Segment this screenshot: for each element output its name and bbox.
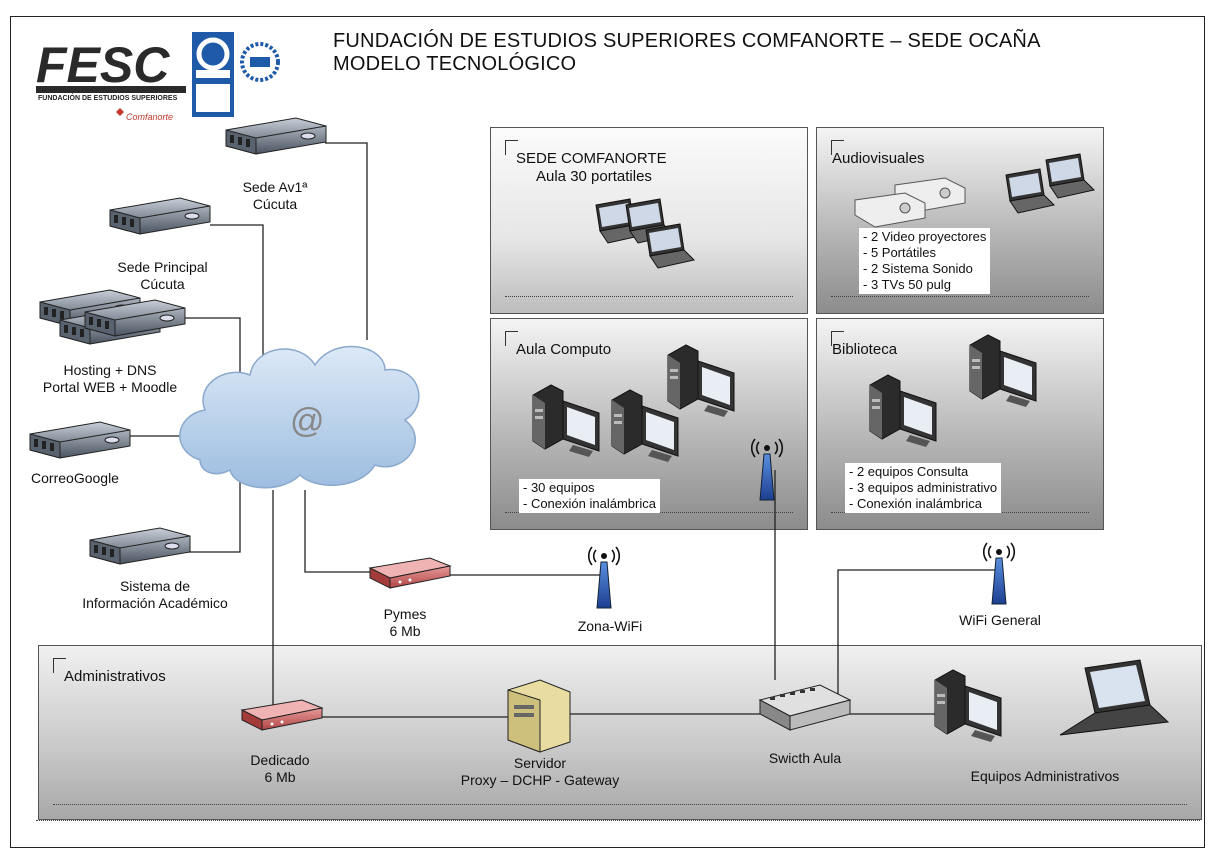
label-line: Cúcuta — [252, 196, 298, 212]
label-sede-principal: Sede Principal Cúcuta — [100, 259, 225, 293]
server-sede-av1-icon — [225, 117, 327, 155]
antenna-aula-icon — [750, 438, 784, 501]
list-item: - Conexión inalámbrica — [849, 496, 982, 511]
antenna-zona-wifi-icon — [587, 546, 621, 609]
desktop-pc-icon — [667, 344, 735, 418]
panel-administrativos: Administrativos — [38, 645, 1202, 820]
desktop-pc-icon — [969, 334, 1037, 408]
label-line: WiFi General — [959, 612, 1041, 628]
internet-cloud-icon — [179, 345, 420, 489]
iqnet-badge-icon — [240, 42, 280, 82]
label-line: Zona-WiFi — [577, 618, 643, 634]
panel-audiovisuales: Audiovisuales - 2 Video proyectores - 5 … — [816, 127, 1104, 314]
label-line: Sistema de — [119, 578, 191, 594]
label-line: CorreoGoogle — [31, 470, 119, 486]
server-tower-icon — [507, 679, 571, 753]
panel-title-aula-computo: Aula Computo — [516, 341, 612, 358]
label-line: Pymes — [383, 606, 427, 622]
list-item: - 3 TVs 50 pulg — [863, 277, 951, 292]
at-symbol: @ — [290, 402, 325, 440]
label-line: Servidor — [513, 755, 567, 771]
label-line: 6 Mb — [264, 769, 296, 785]
label-correo: CorreoGoogle — [20, 470, 130, 487]
label-line: Cúcuta — [140, 276, 185, 292]
label-zona-wifi: Zona-WiFi — [560, 618, 660, 635]
panel-title-administrativos: Administrativos — [64, 668, 166, 685]
label-line: Dedicado — [250, 752, 310, 768]
label-hosting: Hosting + DNS Portal WEB + Moodle — [15, 362, 205, 396]
label-line: Hosting + DNS — [63, 362, 157, 378]
fesc-logo-text: FESC — [36, 37, 170, 93]
panel-title-sede-comfanorte: SEDE COMFANORTE — [516, 150, 667, 167]
panel-title-biblioteca: Biblioteca — [832, 341, 898, 358]
label-line: Portal WEB + Moodle — [42, 379, 178, 395]
label-line: 6 Mb — [389, 623, 421, 639]
connection-lines — [125, 142, 1000, 718]
modem-dedicado-icon — [241, 699, 323, 731]
label-line: Proxy – DCHP - Gateway — [460, 772, 620, 788]
page-title: FUNDACIÓN DE ESTUDIOS SUPERIORES COMFANO… — [333, 30, 1041, 76]
desktop-pc-icon — [934, 669, 1002, 743]
title-line-2: MODELO TECNOLÓGICO — [333, 53, 577, 75]
label-line: Swicth Aula — [768, 750, 842, 766]
antenna-wifi-general-icon — [982, 542, 1016, 605]
comfanorte-brand: Comfanorte — [126, 112, 173, 122]
label-line: Información Académico — [82, 595, 228, 611]
label-switch: Swicth Aula — [745, 750, 865, 767]
title-line-1: FUNDACIÓN DE ESTUDIOS SUPERIORES COMFANO… — [333, 30, 1041, 52]
server-sede-principal-icon — [109, 197, 211, 235]
list-item: - 2 equipos Consulta — [849, 464, 969, 479]
laptop-icon — [1045, 153, 1095, 199]
label-dedicado: Dedicado 6 Mb — [235, 752, 325, 786]
header-logos: FESC FUNDACIÓN DE ESTUDIOS SUPERIORES Co… — [36, 32, 280, 122]
modem-pymes-icon — [369, 557, 451, 589]
label-line: Sede Principal — [117, 259, 208, 275]
label-equipos-admin: Equipos Administrativos — [935, 768, 1155, 785]
label-sede-av1: Sede Av1ª Cúcuta — [230, 179, 320, 213]
list-item: - 5 Portátiles — [863, 245, 936, 260]
list-item: - Conexión inalámbrica — [523, 496, 656, 511]
laptop-admin-icon — [1059, 659, 1170, 736]
bottom-rule — [36, 820, 1200, 821]
audiovisuales-list: - 2 Video proyectores - 5 Portátiles - 2… — [859, 228, 991, 294]
panel-title-audiovisuales: Audiovisuales — [832, 150, 925, 167]
label-wifi-general: WiFi General — [940, 612, 1060, 629]
switch-icon — [758, 684, 852, 731]
list-item: - 2 Video proyectores — [863, 229, 987, 244]
fesc-logo-subtext: FUNDACIÓN DE ESTUDIOS SUPERIORES — [38, 93, 178, 102]
label-servidor: Servidor Proxy – DCHP - Gateway — [430, 755, 650, 789]
projector-icon — [854, 177, 966, 228]
list-item: - 3 equipos administrativo — [849, 480, 998, 495]
biblioteca-list: - 2 equipos Consulta - 3 equipos adminis… — [845, 463, 1002, 513]
list-item: - 2 Sistema Sonido — [863, 261, 973, 276]
server-sistema-icon — [89, 527, 191, 565]
server-correo-icon — [29, 421, 131, 459]
list-item: - 30 equipos — [523, 480, 595, 495]
aula-computo-list: - 30 equipos - Conexión inalámbrica — [519, 479, 660, 513]
page-frame — [10, 16, 1205, 848]
label-sistema: Sistema de Información Académico — [70, 578, 240, 612]
panel-sede-comfanorte: SEDE COMFANORTE Aula 30 portatiles — [490, 127, 808, 314]
panel-biblioteca: Biblioteca - 2 equipos Consulta - 3 equi… — [816, 318, 1104, 530]
panel-subtitle-sede-comfanorte: Aula 30 portatiles — [536, 168, 652, 185]
label-pymes: Pymes 6 Mb — [365, 606, 445, 640]
label-line: Equipos Administrativos — [970, 768, 1120, 784]
label-line: Sede Av1ª — [242, 179, 308, 195]
iso-badge-icon — [192, 32, 234, 117]
